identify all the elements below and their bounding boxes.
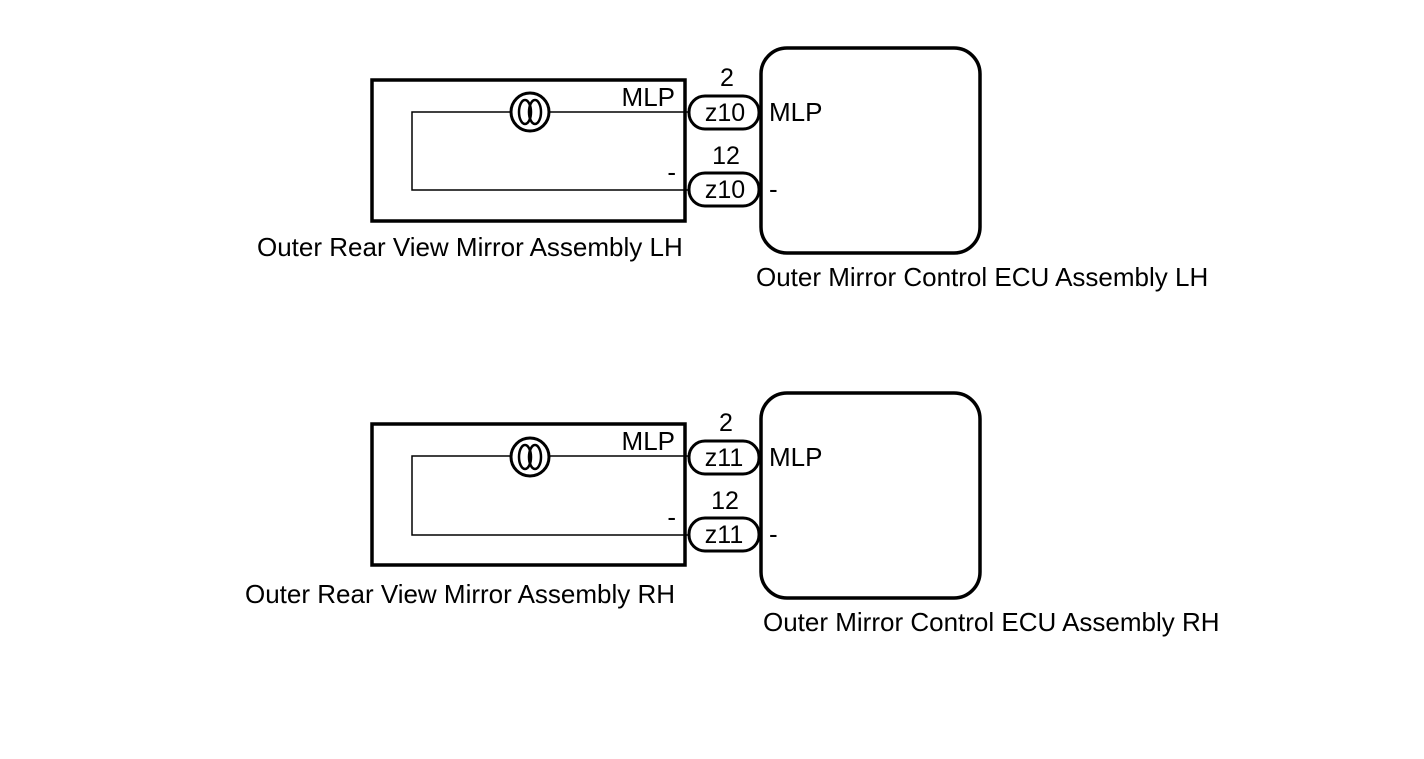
ecu-assembly-lh-box	[759, 46, 982, 255]
connector-code-top-rh: z11	[705, 444, 743, 472]
mirror-pin-label-top-rh: MLP	[622, 426, 675, 456]
heater-element-icon	[509, 436, 551, 478]
ecu-assembly-rh-box	[759, 391, 982, 600]
connector-code-top-lh: z10	[705, 99, 745, 127]
pin-number-bottom-lh: 12	[712, 142, 740, 170]
mirror-assembly-rh-box	[370, 422, 687, 567]
ecu-assembly-lh-caption: Outer Mirror Control ECU Assembly LH	[756, 262, 1208, 292]
connector-bottom-rh	[687, 516, 761, 553]
mirror-assembly-lh-caption: Outer Rear View Mirror Assembly LH	[257, 232, 683, 262]
connector-top-lh	[687, 94, 761, 131]
mirror-internal-wire-lh	[411, 111, 690, 191]
mirror-pin-label-bottom-rh: -	[667, 502, 676, 532]
pin-number-top-lh: 2	[720, 64, 734, 92]
ecu-pin-label-top-lh: MLP	[769, 97, 822, 127]
ecu-pin-label-top-rh: MLP	[769, 442, 822, 472]
mirror-pin-label-top-lh: MLP	[622, 82, 675, 112]
ecu-assembly-rh-caption: Outer Mirror Control ECU Assembly RH	[763, 607, 1220, 637]
heater-element-icon	[509, 91, 551, 133]
ecu-pin-label-bottom-lh: -	[769, 174, 778, 204]
connector-code-bottom-rh: z11	[705, 521, 743, 549]
circuit-rh: MLP - 2 z11 12 z11 MLP - Outer Rear View…	[245, 391, 1220, 637]
pin-number-top-rh: 2	[719, 409, 733, 437]
ecu-pin-label-bottom-rh: -	[769, 519, 778, 549]
connector-top-rh	[687, 439, 761, 476]
mirror-internal-wire-rh	[411, 455, 690, 536]
pin-number-bottom-rh: 12	[711, 487, 739, 515]
connector-bottom-lh	[687, 171, 761, 208]
circuit-lh: MLP - 2 z10 12 z10 MLP - Outer Rear View…	[257, 46, 1208, 292]
mirror-assembly-rh-caption: Outer Rear View Mirror Assembly RH	[245, 579, 675, 609]
connector-code-bottom-lh: z10	[705, 176, 745, 204]
mirror-assembly-lh-box	[370, 78, 687, 223]
mirror-pin-label-bottom-lh: -	[667, 157, 676, 187]
